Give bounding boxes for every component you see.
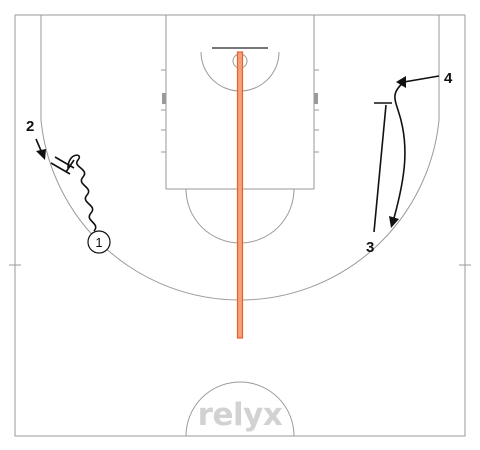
player-1: 1 bbox=[87, 230, 111, 254]
player-1-label: 1 bbox=[95, 235, 102, 250]
player-4-start-arrowhead bbox=[396, 76, 406, 88]
court-boundary bbox=[14, 15, 466, 437]
player-1-marker bbox=[87, 230, 111, 254]
lane-hash-marks bbox=[161, 69, 319, 153]
player-4-end-arrowhead bbox=[389, 216, 399, 228]
screen-mark bbox=[50, 156, 75, 175]
center-circle-arc bbox=[185, 381, 295, 437]
player-4-curl-path bbox=[393, 75, 440, 219]
brand-watermark: relyx bbox=[198, 397, 283, 433]
player-3-label: 3 bbox=[366, 239, 374, 256]
player-2-label: 2 bbox=[26, 118, 34, 135]
player-4-label: 4 bbox=[444, 70, 453, 87]
center-guide-line bbox=[236, 51, 244, 339]
player-3-cut-path bbox=[373, 104, 387, 233]
dribble-path bbox=[67, 154, 97, 232]
player-2-arrowhead bbox=[36, 149, 46, 160]
